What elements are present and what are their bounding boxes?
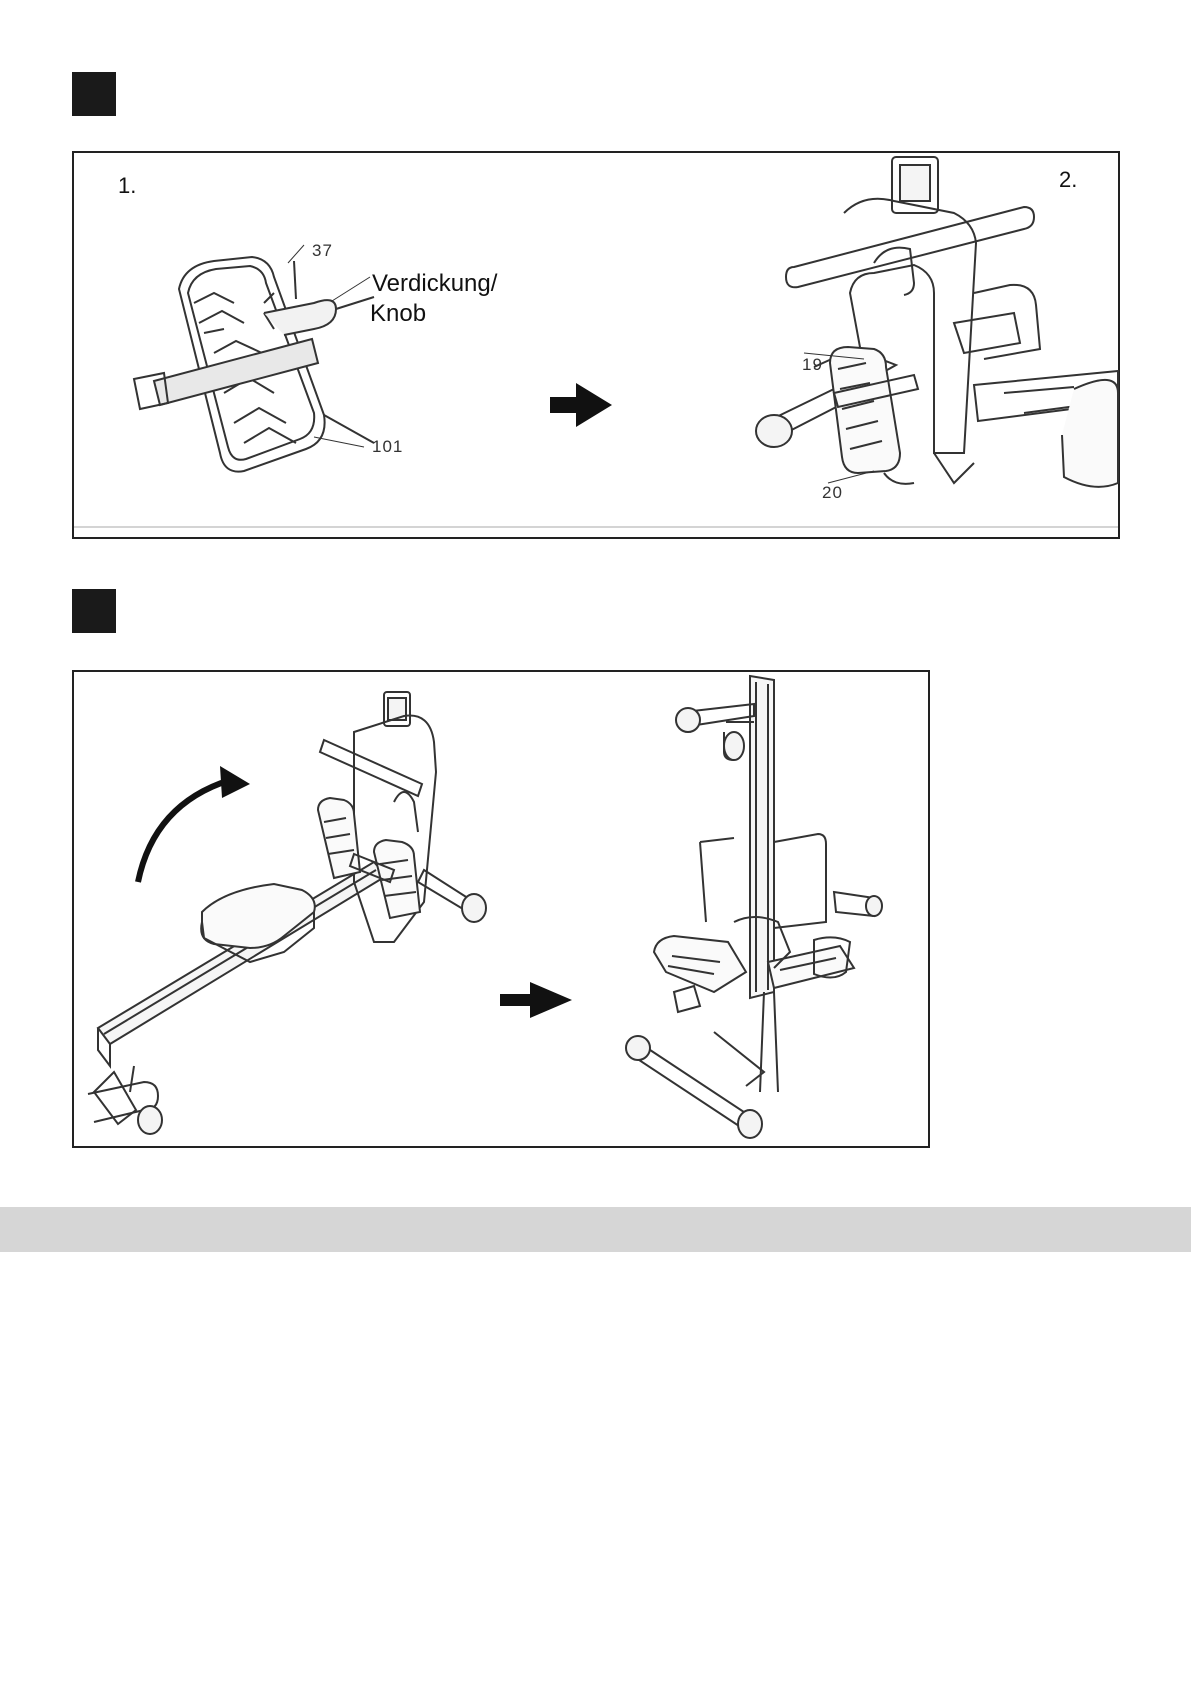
section-divider-bar [0,1207,1191,1252]
foot-pedal-drawing [134,257,374,472]
step-label-1: 1. [118,173,136,199]
callout-line-2: Knob [370,299,426,329]
step-marker-2 [72,589,116,633]
assembly-panel-1: 1. 2. Verdickung/ Knob 37 101 19 20 [72,151,1120,539]
part-number-37: 37 [312,241,333,261]
rowing-machine-upright-drawing [626,676,882,1138]
rowing-machine-front-drawing [756,157,1118,487]
panel-2-illustration [74,672,932,1150]
part-number-101: 101 [372,437,403,457]
step-label-2: 2. [1059,167,1077,193]
part-number-20: 20 [822,483,843,503]
arrow-right-icon [500,982,572,1018]
panel-1-illustration [74,153,1122,541]
rowing-machine-lying-drawing [88,692,486,1134]
rotate-arrow-icon [138,766,250,882]
part-number-19: 19 [802,355,823,375]
arrow-right-icon [550,383,612,427]
assembly-panel-2 [72,670,930,1148]
callout-line-1: Verdickung/ [372,269,497,299]
step-marker-1 [72,72,116,116]
